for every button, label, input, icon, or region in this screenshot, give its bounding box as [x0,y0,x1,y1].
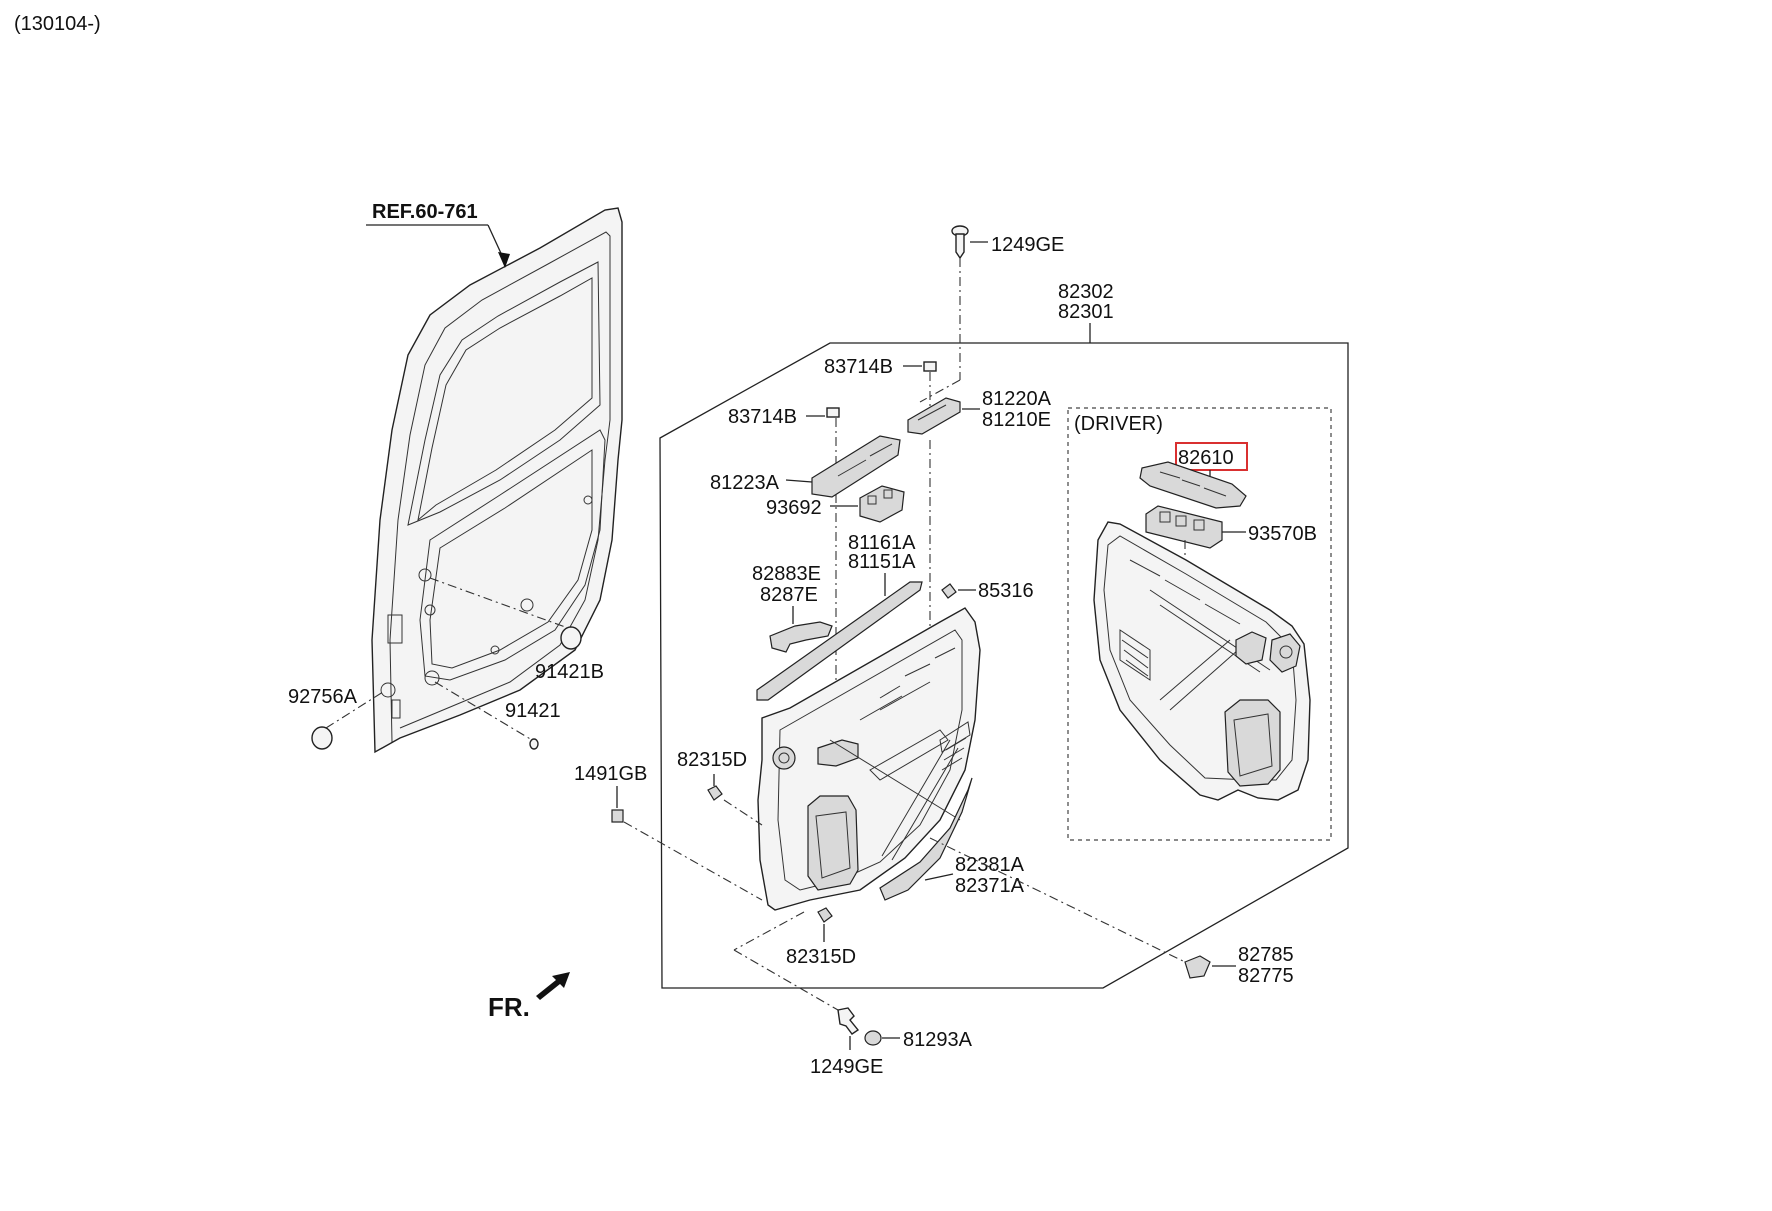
label-1249GE-bottom[interactable]: 1249GE [810,1056,883,1078]
clip-1491GB [611,809,624,823]
header-code: (130104-) [14,13,101,35]
label-85316[interactable]: 85316 [978,580,1034,602]
label-83714B-a[interactable]: 83714B [824,356,893,378]
inside-handle-82883E [769,621,833,653]
label-1491GB[interactable]: 1491GB [574,763,647,785]
label-91421B[interactable]: 91421B [535,661,604,683]
label-82883E[interactable]: 82883E [752,563,821,585]
label-82775[interactable]: 82775 [1238,965,1294,987]
cap-82785 [1184,955,1211,979]
label-81210E[interactable]: 81210E [982,409,1051,431]
label-83714B-b[interactable]: 83714B [728,406,797,428]
label-82785[interactable]: 82785 [1238,944,1294,966]
driver-switch-bezel-82610 [1139,461,1247,509]
clip-85316 [941,583,957,599]
assembly-outline [659,342,1349,989]
label-1249GE-top[interactable]: 1249GE [991,234,1064,256]
plug-92756A [311,726,333,750]
grommet-91421B [560,626,582,650]
grommet-91421 [529,738,539,750]
driver-label: (DRIVER) [1074,413,1163,435]
label-81161A[interactable]: 81161A [848,532,916,554]
highlight-box-82610 [1175,442,1248,471]
belt-weatherstrip [756,581,923,701]
screw-1249GE-top [951,225,969,260]
label-82381A[interactable]: 82381A [955,854,1025,876]
door-trim-panel-driver [1093,521,1311,801]
label-82302[interactable]: 82302 [1058,281,1114,303]
clip-82315D-a [707,785,723,801]
label-91421[interactable]: 91421 [505,700,561,722]
label-81223A[interactable]: 81223A [710,472,780,494]
label-82371A[interactable]: 82371A [955,875,1025,897]
label-81293A[interactable]: 81293A [903,1029,973,1051]
door-trim-panel-main [757,607,981,911]
label-93692[interactable]: 93692 [766,497,822,519]
front-label: FR. [488,992,530,1022]
label-8287E[interactable]: 8287E [760,584,818,606]
ref-label[interactable]: REF.60-761 [372,201,478,223]
door-frame [371,207,623,754]
label-81220A[interactable]: 81220A [982,388,1052,410]
label-82610[interactable]: 82610 [1178,447,1234,469]
window-switch-93692 [859,485,905,523]
driver-window-switch-93570B [1145,505,1223,549]
switch-bezel-81220A [907,397,961,435]
label-92756A[interactable]: 92756A [288,686,358,708]
label-82315D-b[interactable]: 82315D [786,946,856,968]
label-82301[interactable]: 82301 [1058,301,1114,323]
label-93570B[interactable]: 93570B [1248,523,1317,545]
driver-box [1067,407,1332,841]
clip-83714B-b [826,407,840,418]
clip-82315D-b [817,907,833,923]
label-82315D-a[interactable]: 82315D [677,749,747,771]
front-direction-arrow: FR. [488,972,570,1022]
clip-83714B-a [923,361,937,372]
screw-1249GE-bottom [837,1007,860,1035]
trim-lower-82381A [879,777,973,901]
label-81151A[interactable]: 81151A [848,551,916,573]
switch-bezel-81223A [811,435,901,498]
cap-81293A [864,1030,882,1046]
